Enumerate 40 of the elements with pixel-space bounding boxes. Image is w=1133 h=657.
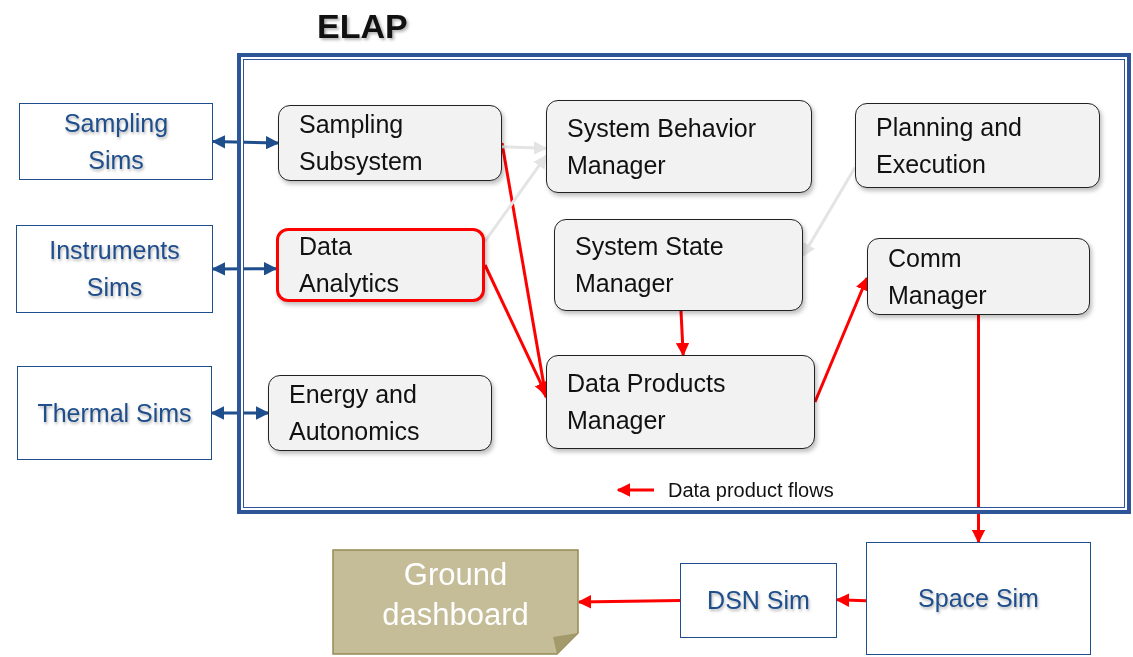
arrow <box>801 166 857 257</box>
arrow <box>501 141 548 155</box>
node-label: System State Manager <box>575 231 725 299</box>
simulator-box <box>866 542 1091 655</box>
node-label: Energy and Autonomics <box>289 379 421 447</box>
process-box <box>268 375 492 451</box>
simulator-box <box>16 225 213 313</box>
simulator-box <box>17 366 212 460</box>
node-label: Comm Manager <box>888 242 988 311</box>
arrow <box>813 276 869 403</box>
node-label: Planning and Execution <box>876 111 1023 180</box>
node-label: System Behavior Manager <box>567 112 757 181</box>
simulator-box <box>680 563 837 638</box>
legend-label: Data product flows <box>668 478 834 502</box>
process-box <box>855 103 1100 188</box>
note-shape <box>332 549 579 655</box>
simulator-box <box>19 103 213 180</box>
process-box <box>867 238 1090 315</box>
process-box <box>554 219 803 311</box>
process-box <box>278 105 502 181</box>
node-label: Sampling Sims <box>62 107 170 176</box>
node-label: Data Analytics <box>299 231 401 299</box>
process-box <box>546 355 815 449</box>
process-box <box>546 100 812 193</box>
node-label: Thermal Sims <box>37 397 192 429</box>
process-box <box>276 228 485 302</box>
arrow <box>211 262 278 276</box>
node-label: Sampling Subsystem <box>299 109 424 177</box>
node-label: Data Products Manager <box>567 368 727 436</box>
node-label: Space Sim <box>918 583 1039 614</box>
arrow <box>971 315 986 544</box>
arrow <box>483 154 548 243</box>
arrow <box>210 406 270 420</box>
arrow <box>675 310 690 357</box>
node-label: Instruments Sims <box>48 235 181 303</box>
node-label: Ground dashboard <box>381 556 530 634</box>
arrow <box>211 135 280 150</box>
arrow <box>835 593 867 607</box>
frame-title: ELAP <box>317 7 408 46</box>
node-label: DSN Sim <box>707 585 810 616</box>
